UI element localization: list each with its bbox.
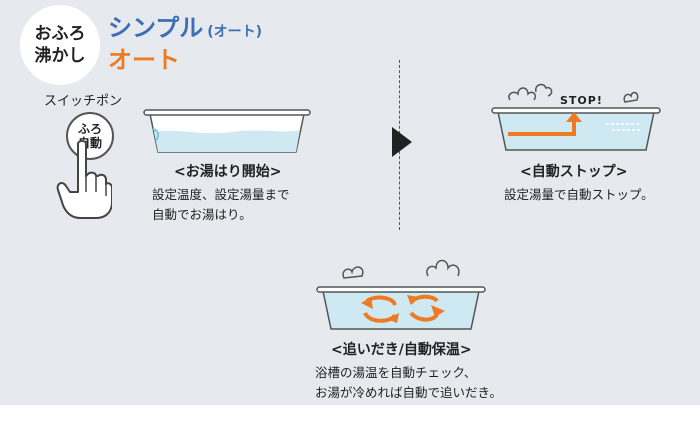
steam-icon bbox=[342, 266, 364, 279]
step3-desc-line1: 浴槽の湯温を自動チェック、 bbox=[315, 365, 477, 380]
category-badge: おふろ 沸かし bbox=[20, 5, 100, 85]
bathtub-filling bbox=[143, 109, 311, 153]
step1-desc: 設定温度、設定湯量まで 自動でお湯はり。 bbox=[152, 185, 290, 225]
title-main-text: シンプル bbox=[108, 14, 204, 42]
step3-desc-line2: お湯が冷めれば自動で追いだき。 bbox=[315, 385, 502, 400]
diagram-panel bbox=[0, 0, 700, 405]
button-line1: ふろ bbox=[77, 122, 102, 136]
bathtub-full bbox=[491, 107, 661, 151]
stop-label: STOP! bbox=[560, 94, 603, 107]
title-second: オート bbox=[108, 46, 180, 74]
step2-title: <自動ストップ> bbox=[520, 164, 628, 180]
bathtub-reheat bbox=[316, 286, 486, 330]
step1-desc-line2: 自動でお湯はり。 bbox=[152, 207, 252, 222]
step2-desc: 設定湯量で自動ストップ。 bbox=[504, 187, 654, 202]
step1-title: <お湯はり開始> bbox=[174, 164, 282, 180]
badge-line1: おふろ bbox=[34, 24, 86, 44]
title-sub: (オート) bbox=[207, 24, 263, 40]
steam-icon bbox=[426, 259, 460, 277]
title-main: シンプル(オート) bbox=[108, 8, 262, 43]
switch-label: スイッチポン bbox=[44, 94, 123, 109]
pointing-hand-icon bbox=[56, 140, 112, 219]
step3-title: <追いだき/自動保温> bbox=[331, 342, 472, 358]
step3-desc: 浴槽の湯温を自動チェック、 お湯が冷めれば自動で追いだき。 bbox=[315, 363, 502, 403]
steam-icon bbox=[508, 83, 553, 101]
steam-icon bbox=[623, 91, 639, 103]
step1-desc-line1: 設定温度、設定湯量まで bbox=[152, 187, 290, 202]
next-arrow-icon bbox=[392, 127, 412, 157]
badge-line2: 沸かし bbox=[34, 46, 86, 66]
